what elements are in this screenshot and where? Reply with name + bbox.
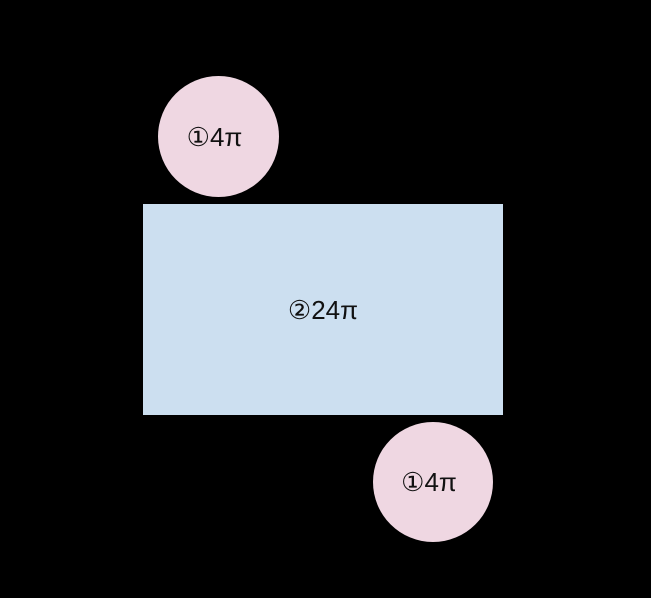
- shape-label-circle-top-left: ①4π: [186, 121, 243, 152]
- shape-rectangle-center[interactable]: ②24π: [143, 204, 503, 415]
- shape-circle-top-left[interactable]: ①4π: [158, 76, 279, 197]
- shape-circle-bottom-right[interactable]: ①4π: [373, 422, 493, 542]
- shape-label-circle-bottom-right: ①4π: [401, 467, 457, 497]
- shape-label-rectangle-center: ②24π: [287, 294, 359, 325]
